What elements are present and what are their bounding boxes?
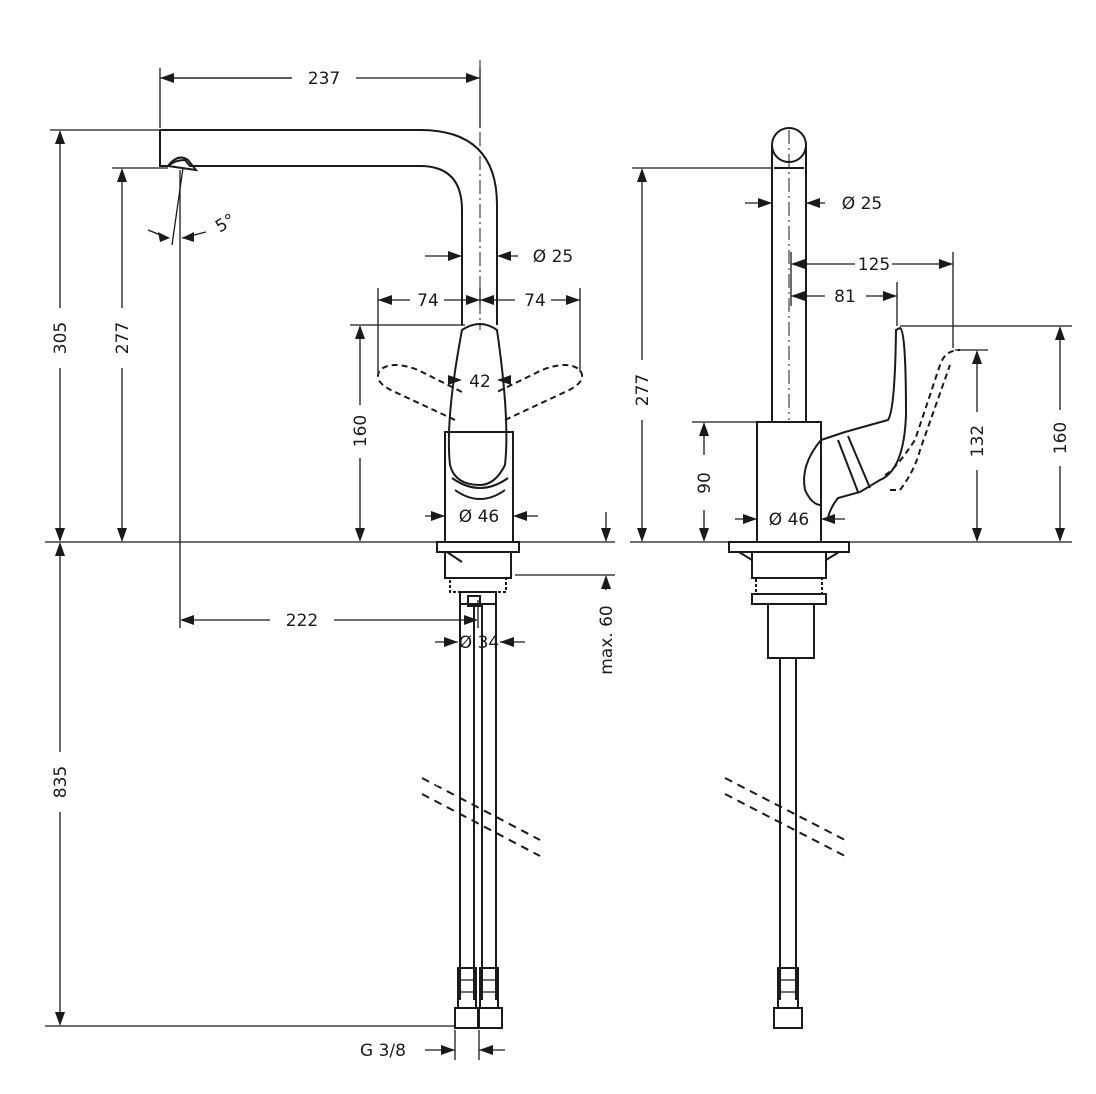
dim-overall-height: 305: [51, 322, 71, 354]
dim-hose-length: 835: [51, 766, 71, 798]
side-view: [630, 127, 1072, 1029]
dim-spout-tilt: 5°: [212, 210, 239, 237]
base-plate: [436, 541, 520, 553]
side-dim-spout-diameter: Ø 25: [842, 194, 882, 214]
side-dim-handle-height: 160: [1051, 422, 1071, 454]
side-dim-body-diameter: Ø 46: [769, 510, 809, 530]
dim-handle-height: 160: [351, 415, 371, 447]
base-body: [444, 551, 512, 579]
dim-max-deck-thickness: max. 60: [597, 605, 617, 674]
side-base-plate: [728, 541, 850, 553]
spout-outline: [159, 129, 498, 325]
dim-shank-diameter: Ø 34: [459, 633, 499, 653]
side-dim-lever-height: 132: [968, 425, 988, 457]
side-shank: [767, 603, 815, 659]
dim-connection-thread: G 3/8: [360, 1041, 406, 1061]
side-dim-handle-reach: 125: [858, 255, 890, 275]
dim-spout-height: 277: [113, 322, 133, 354]
handle-swing-left: [376, 364, 463, 421]
dim-spout-reach-bottom: 222: [286, 611, 318, 631]
front-view: [45, 60, 615, 1029]
front-dimensions: 237 305 277 5° Ø 25: [50, 68, 617, 1061]
dim-handle-swing-right: 74: [524, 291, 546, 311]
side-dim-handle-offset: 81: [834, 287, 856, 307]
side-dim-body-height: 90: [695, 472, 715, 494]
handle-front: [447, 323, 508, 487]
aerator: [166, 156, 199, 172]
dim-body-diameter: Ø 46: [459, 507, 499, 527]
side-dimensions: 277 Ø 25 125 81 90 Ø 46: [632, 167, 1072, 542]
dim-spout-reach-top: 237: [308, 69, 340, 89]
dim-spout-diameter: Ø 25: [533, 247, 573, 267]
dim-handle-width: 42: [469, 372, 491, 392]
side-dim-spout-height: 277: [633, 374, 653, 406]
dim-handle-swing-left: 74: [417, 291, 439, 311]
handle-swing-right: [496, 364, 584, 421]
